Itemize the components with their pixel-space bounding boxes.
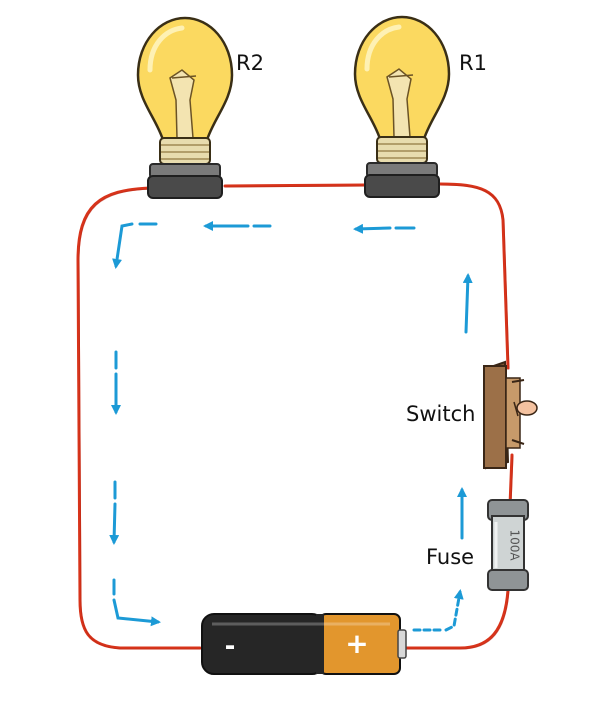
fuse-label: Fuse bbox=[426, 545, 475, 569]
current-arrow bbox=[114, 480, 115, 542]
current-arrow bbox=[116, 222, 158, 266]
battery-icon: - + bbox=[201, 613, 407, 675]
fuse-rating-label: 100A bbox=[508, 529, 522, 561]
bulb-r2-icon bbox=[136, 16, 234, 199]
current-arrow bbox=[412, 592, 460, 632]
bulb-r1-icon bbox=[353, 15, 451, 198]
circuit-wire-inner bbox=[78, 184, 514, 650]
switch-label: Switch bbox=[406, 402, 476, 426]
battery-negative-label: - bbox=[225, 632, 236, 662]
switch-icon bbox=[483, 360, 538, 470]
current-arrow bbox=[462, 273, 473, 334]
current-arrow bbox=[356, 228, 416, 229]
battery-positive-label: + bbox=[345, 627, 368, 660]
bulb-r2-label: R2 bbox=[236, 51, 264, 75]
bulb-r1-label: R1 bbox=[459, 51, 487, 75]
fuse-icon: 100A bbox=[487, 499, 529, 591]
current-arrow bbox=[112, 578, 158, 622]
current-arrows bbox=[112, 222, 473, 632]
